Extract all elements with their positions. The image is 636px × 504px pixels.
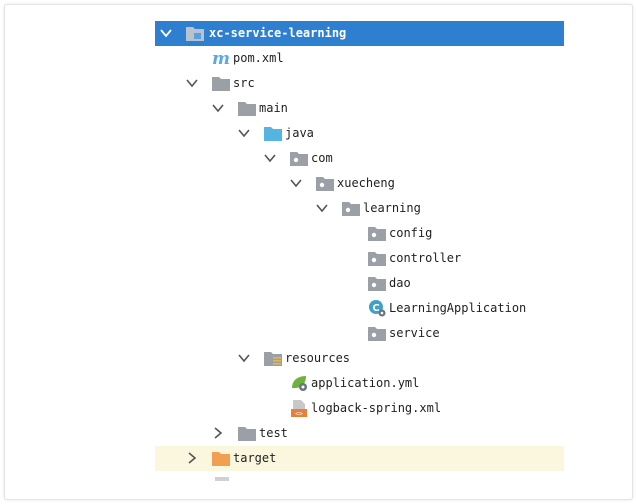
tree-label: config <box>389 226 433 240</box>
chevron-down-icon[interactable] <box>238 127 250 139</box>
tree-label: service <box>389 326 440 340</box>
chevron-down-icon[interactable] <box>212 102 224 114</box>
folder-icon <box>238 427 256 441</box>
tree-row-resources[interactable]: resources <box>155 346 564 371</box>
tree-label: src <box>233 76 255 90</box>
tree-row-dao[interactable]: dao <box>155 271 564 296</box>
tree-label: LearningApplication <box>389 301 527 315</box>
maven-icon: m <box>212 49 230 67</box>
tree-row-pom[interactable]: m pom.xml <box>155 46 564 71</box>
package-icon <box>368 252 386 266</box>
tree-row-config[interactable]: config <box>155 221 564 246</box>
tree-row-com[interactable]: com <box>155 146 564 171</box>
tree-label: java <box>285 126 314 140</box>
tree-row-test[interactable]: test <box>155 421 564 446</box>
tree-label: controller <box>389 251 462 265</box>
chevron-down-icon[interactable] <box>290 177 302 189</box>
svg-text:C: C <box>372 303 379 314</box>
tree-label: com <box>311 151 333 165</box>
tree-row-target[interactable]: target <box>155 446 564 471</box>
chevron-right-icon[interactable] <box>212 427 224 439</box>
module-folder-icon <box>186 27 204 41</box>
svg-text:m: m <box>212 49 230 67</box>
xml-file-icon: <> <box>291 400 307 418</box>
partial-row-icon <box>215 477 229 481</box>
tree-row-logback[interactable]: <> logback-spring.xml <box>155 396 564 421</box>
chevron-down-icon[interactable] <box>160 27 172 39</box>
tree-row-learning-application[interactable]: C LearningApplication <box>155 296 564 321</box>
tree-row-java[interactable]: java <box>155 121 564 146</box>
chevron-down-icon[interactable] <box>238 352 250 364</box>
package-icon <box>316 177 334 191</box>
tree-row-learning[interactable]: learning <box>155 196 564 221</box>
tree-row-src[interactable]: src <box>155 71 564 96</box>
tree-label: application.yml <box>311 376 420 390</box>
tree-label: main <box>259 101 288 115</box>
tree-label: xuecheng <box>337 176 395 190</box>
tree-row-xuecheng[interactable]: xuecheng <box>155 171 564 196</box>
package-icon <box>368 227 386 241</box>
folder-icon <box>238 102 256 116</box>
tree-row-controller[interactable]: controller <box>155 246 564 271</box>
package-icon <box>290 152 308 166</box>
tree-label: resources <box>285 351 351 365</box>
svg-text:<>: <> <box>295 410 303 418</box>
tree-label: learning <box>363 201 421 215</box>
chevron-right-icon[interactable] <box>186 452 198 464</box>
tree-label: xc-service-learning <box>209 26 347 40</box>
tree-label: pom.xml <box>233 51 284 65</box>
tree-row-service[interactable]: service <box>155 321 564 346</box>
package-icon <box>368 277 386 291</box>
tree-row-application-yml[interactable]: application.yml <box>155 371 564 396</box>
tree-label: logback-spring.xml <box>311 401 442 415</box>
tree-label: target <box>233 451 277 465</box>
package-icon <box>342 202 360 216</box>
package-icon <box>368 327 386 341</box>
excluded-folder-icon <box>212 452 230 466</box>
chevron-down-icon[interactable] <box>264 152 276 164</box>
source-folder-icon <box>264 127 282 141</box>
chevron-down-icon[interactable] <box>316 202 328 214</box>
spring-config-icon <box>292 376 307 391</box>
tree-row-main[interactable]: main <box>155 96 564 121</box>
tree-label: test <box>259 426 288 440</box>
project-tree-panel: xc-service-learning m pom.xml src main j… <box>4 4 633 500</box>
folder-icon <box>212 77 230 91</box>
tree-label: dao <box>389 276 411 290</box>
tree-row-root[interactable]: xc-service-learning <box>155 21 564 46</box>
spring-boot-class-icon: C <box>369 300 386 317</box>
resources-folder-icon <box>264 352 282 366</box>
chevron-down-icon[interactable] <box>186 77 198 89</box>
